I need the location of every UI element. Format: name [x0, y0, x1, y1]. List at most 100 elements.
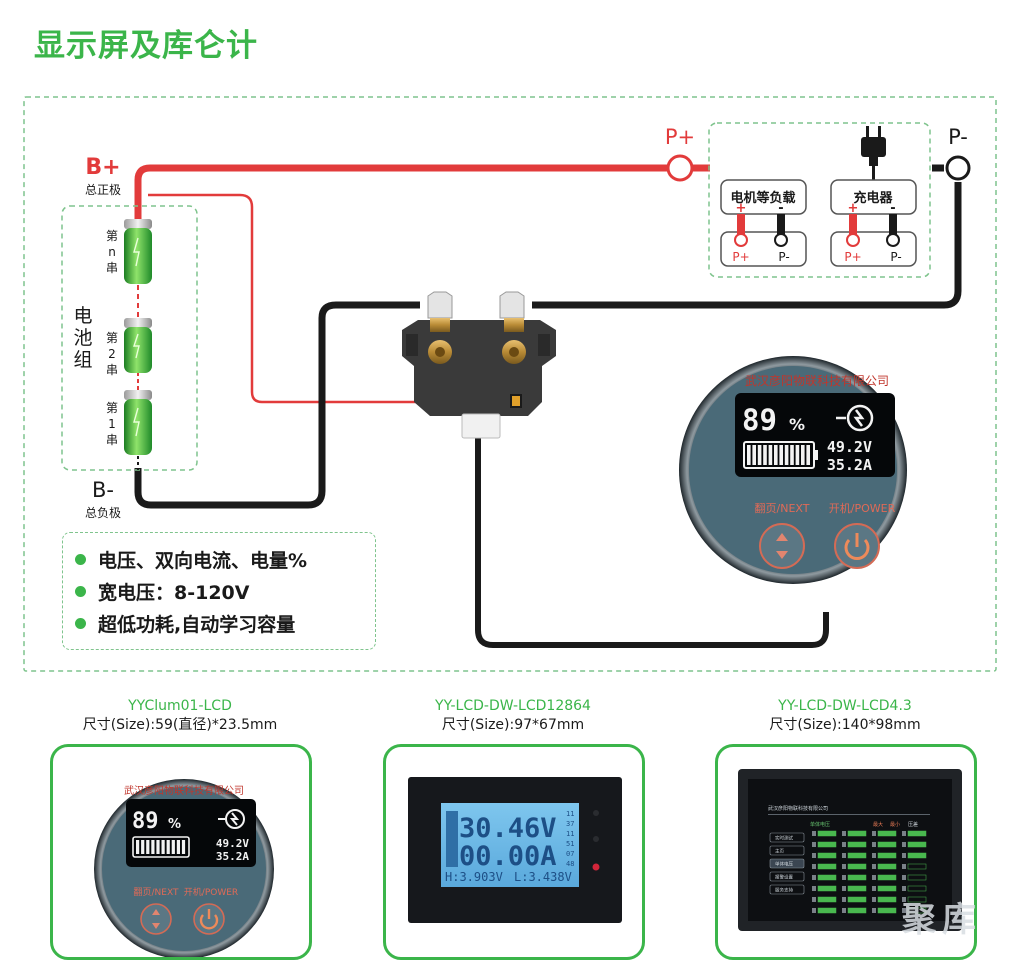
lcd43-cell-bar — [817, 907, 837, 914]
battery-level-icon — [743, 441, 818, 469]
lcd43-header: 单体电压 — [810, 821, 830, 828]
lcd43-cell-index — [812, 842, 816, 847]
negative-main-wire — [134, 301, 420, 509]
battery-segment — [176, 840, 180, 854]
lcd43-cell-bar — [907, 896, 927, 903]
lcd43-cell-index — [842, 875, 846, 880]
lcd43-cell-bar — [847, 841, 867, 848]
lcd43-menu-label: 实时测试 — [775, 835, 793, 842]
lcd43-cell-index — [872, 897, 876, 902]
plus-sign: + — [848, 201, 859, 216]
lcd43-menu-item[interactable] — [769, 871, 805, 882]
lcd43-cell-index — [872, 842, 876, 847]
lcd43-cell-index — [812, 831, 816, 836]
lcd43-cell-index — [842, 908, 846, 913]
lcd43-cell-index — [902, 853, 906, 858]
lcd43-cell-index — [812, 897, 816, 902]
lcd43-min-label: 最小 — [890, 821, 900, 828]
display-company: 武汉彦阳物联科技有限公司 — [124, 784, 244, 797]
load-area-frame — [708, 122, 931, 278]
page-title: 显示屏及库仑计 — [34, 28, 258, 64]
next-button[interactable] — [759, 523, 805, 569]
lcd43-cell-index — [902, 886, 906, 891]
lcd43-menu-item[interactable] — [769, 832, 805, 843]
lcd43-cell-index — [872, 864, 876, 869]
watermark: 聚库 — [902, 900, 982, 940]
battery-level-icon — [132, 836, 190, 858]
lcd43-cell-index — [902, 831, 906, 836]
product-card-lcd43: 武汉彦阳物联科技有限公司 单体电压 最大 最小 压差 实时测试主页单体电压报警设… — [715, 744, 977, 960]
feature-item: 宽电压：8-120V — [75, 575, 375, 607]
lcd43-cell-bar — [847, 852, 867, 859]
lcd43-cell-index — [902, 897, 906, 902]
lcd43-cell-index — [812, 886, 816, 891]
lcd43-cell-bar — [907, 885, 927, 892]
next-button[interactable] — [140, 903, 172, 935]
round-display: 武汉彦阳物联科技有限公司 89 % 49.2V 35.2A 翻页/NEXT 开机… — [679, 356, 907, 584]
power-label: 开机/POWER — [184, 886, 238, 898]
lcd43-cell-index — [872, 886, 876, 891]
lcd43-cell-index — [902, 842, 906, 847]
coulomb-meter — [402, 291, 556, 439]
lcd43-cell-bar — [817, 852, 837, 859]
display-company: 武汉彦阳物联科技有限公司 — [745, 373, 889, 388]
lcd43-cell-bar — [907, 907, 927, 914]
lcd43-menu-item[interactable] — [769, 858, 805, 869]
lcd43-menu-item[interactable] — [769, 845, 805, 856]
terminal-p-plus: P+ — [844, 250, 861, 264]
lcd43-cell-bar — [907, 874, 927, 881]
power-label: 开机/POWER — [829, 501, 896, 515]
charge-plug-icon — [836, 404, 874, 432]
b-plus-label: B+ — [85, 155, 120, 180]
lcd43-cell-bar — [877, 907, 897, 914]
cell-n-label: 串 — [106, 261, 118, 275]
percent-unit: % — [789, 415, 805, 434]
lcd-high: H:3.903V — [445, 870, 503, 884]
lcd43-menu-item[interactable] — [769, 884, 805, 895]
b-minus-sub: 总负极 — [85, 506, 121, 520]
lcd43-cell-bar — [847, 874, 867, 881]
lcd43-cell-bar — [877, 896, 897, 903]
feature-item: 超低功耗,自动学习容量 — [75, 607, 375, 639]
terminal-p-plus: P+ — [732, 250, 749, 264]
lcd43-cell-index — [812, 908, 816, 913]
lcd43-cell-index — [902, 908, 906, 913]
battery-group-char: 组 — [73, 349, 92, 371]
lcd43-menu-label: 报警设置 — [775, 874, 793, 881]
lcd43-company: 武汉彦阳物联科技有限公司 — [768, 805, 828, 812]
lcd43-cell-index — [872, 831, 876, 836]
lcd43-cell-index — [872, 875, 876, 880]
lcd43-cell-index — [842, 853, 846, 858]
lcd-side-value: 07 — [566, 850, 574, 858]
lcd43-menu-label: 服务支持 — [775, 887, 793, 894]
battery-segment — [166, 840, 170, 854]
diagram-frame — [23, 96, 997, 672]
lcd43-cell-index — [842, 897, 846, 902]
minus-sign: - — [890, 201, 895, 216]
lcd43-max-label: 最大 — [873, 821, 883, 828]
lcd43-cell-index — [842, 886, 846, 891]
lcd43-cell-index — [842, 831, 846, 836]
indicator-led — [593, 836, 599, 842]
battery-segment — [181, 840, 186, 854]
b-plus-sub: 总正极 — [85, 183, 121, 197]
current-value: 35.2A — [216, 850, 249, 863]
cell-1-label: 1 — [108, 417, 116, 431]
lcd-side-value: 37 — [566, 820, 574, 828]
lcd43-cell-index — [842, 842, 846, 847]
battery-segment — [171, 840, 175, 854]
bullet-dot — [75, 617, 86, 629]
lcd43-cell-bar — [847, 896, 867, 903]
lcd43-cell-bar — [817, 874, 837, 881]
lcd-side-value: 51 — [566, 840, 574, 848]
battery-group-frame — [61, 205, 198, 471]
cell-n-label: n — [108, 245, 116, 259]
next-label: 翻页/NEXT — [134, 887, 179, 898]
lcd43-cell-index — [872, 853, 876, 858]
lcd43-menu-label: 主页 — [775, 848, 784, 855]
positive-main-wire — [134, 164, 668, 232]
lcd43-cell-index — [902, 875, 906, 880]
feature-text: 电压、双向电流、电量% — [98, 549, 308, 572]
product-size: 尺寸(Size):97*67mm — [441, 717, 585, 733]
product-model: YYClum01-LCD — [128, 698, 232, 714]
